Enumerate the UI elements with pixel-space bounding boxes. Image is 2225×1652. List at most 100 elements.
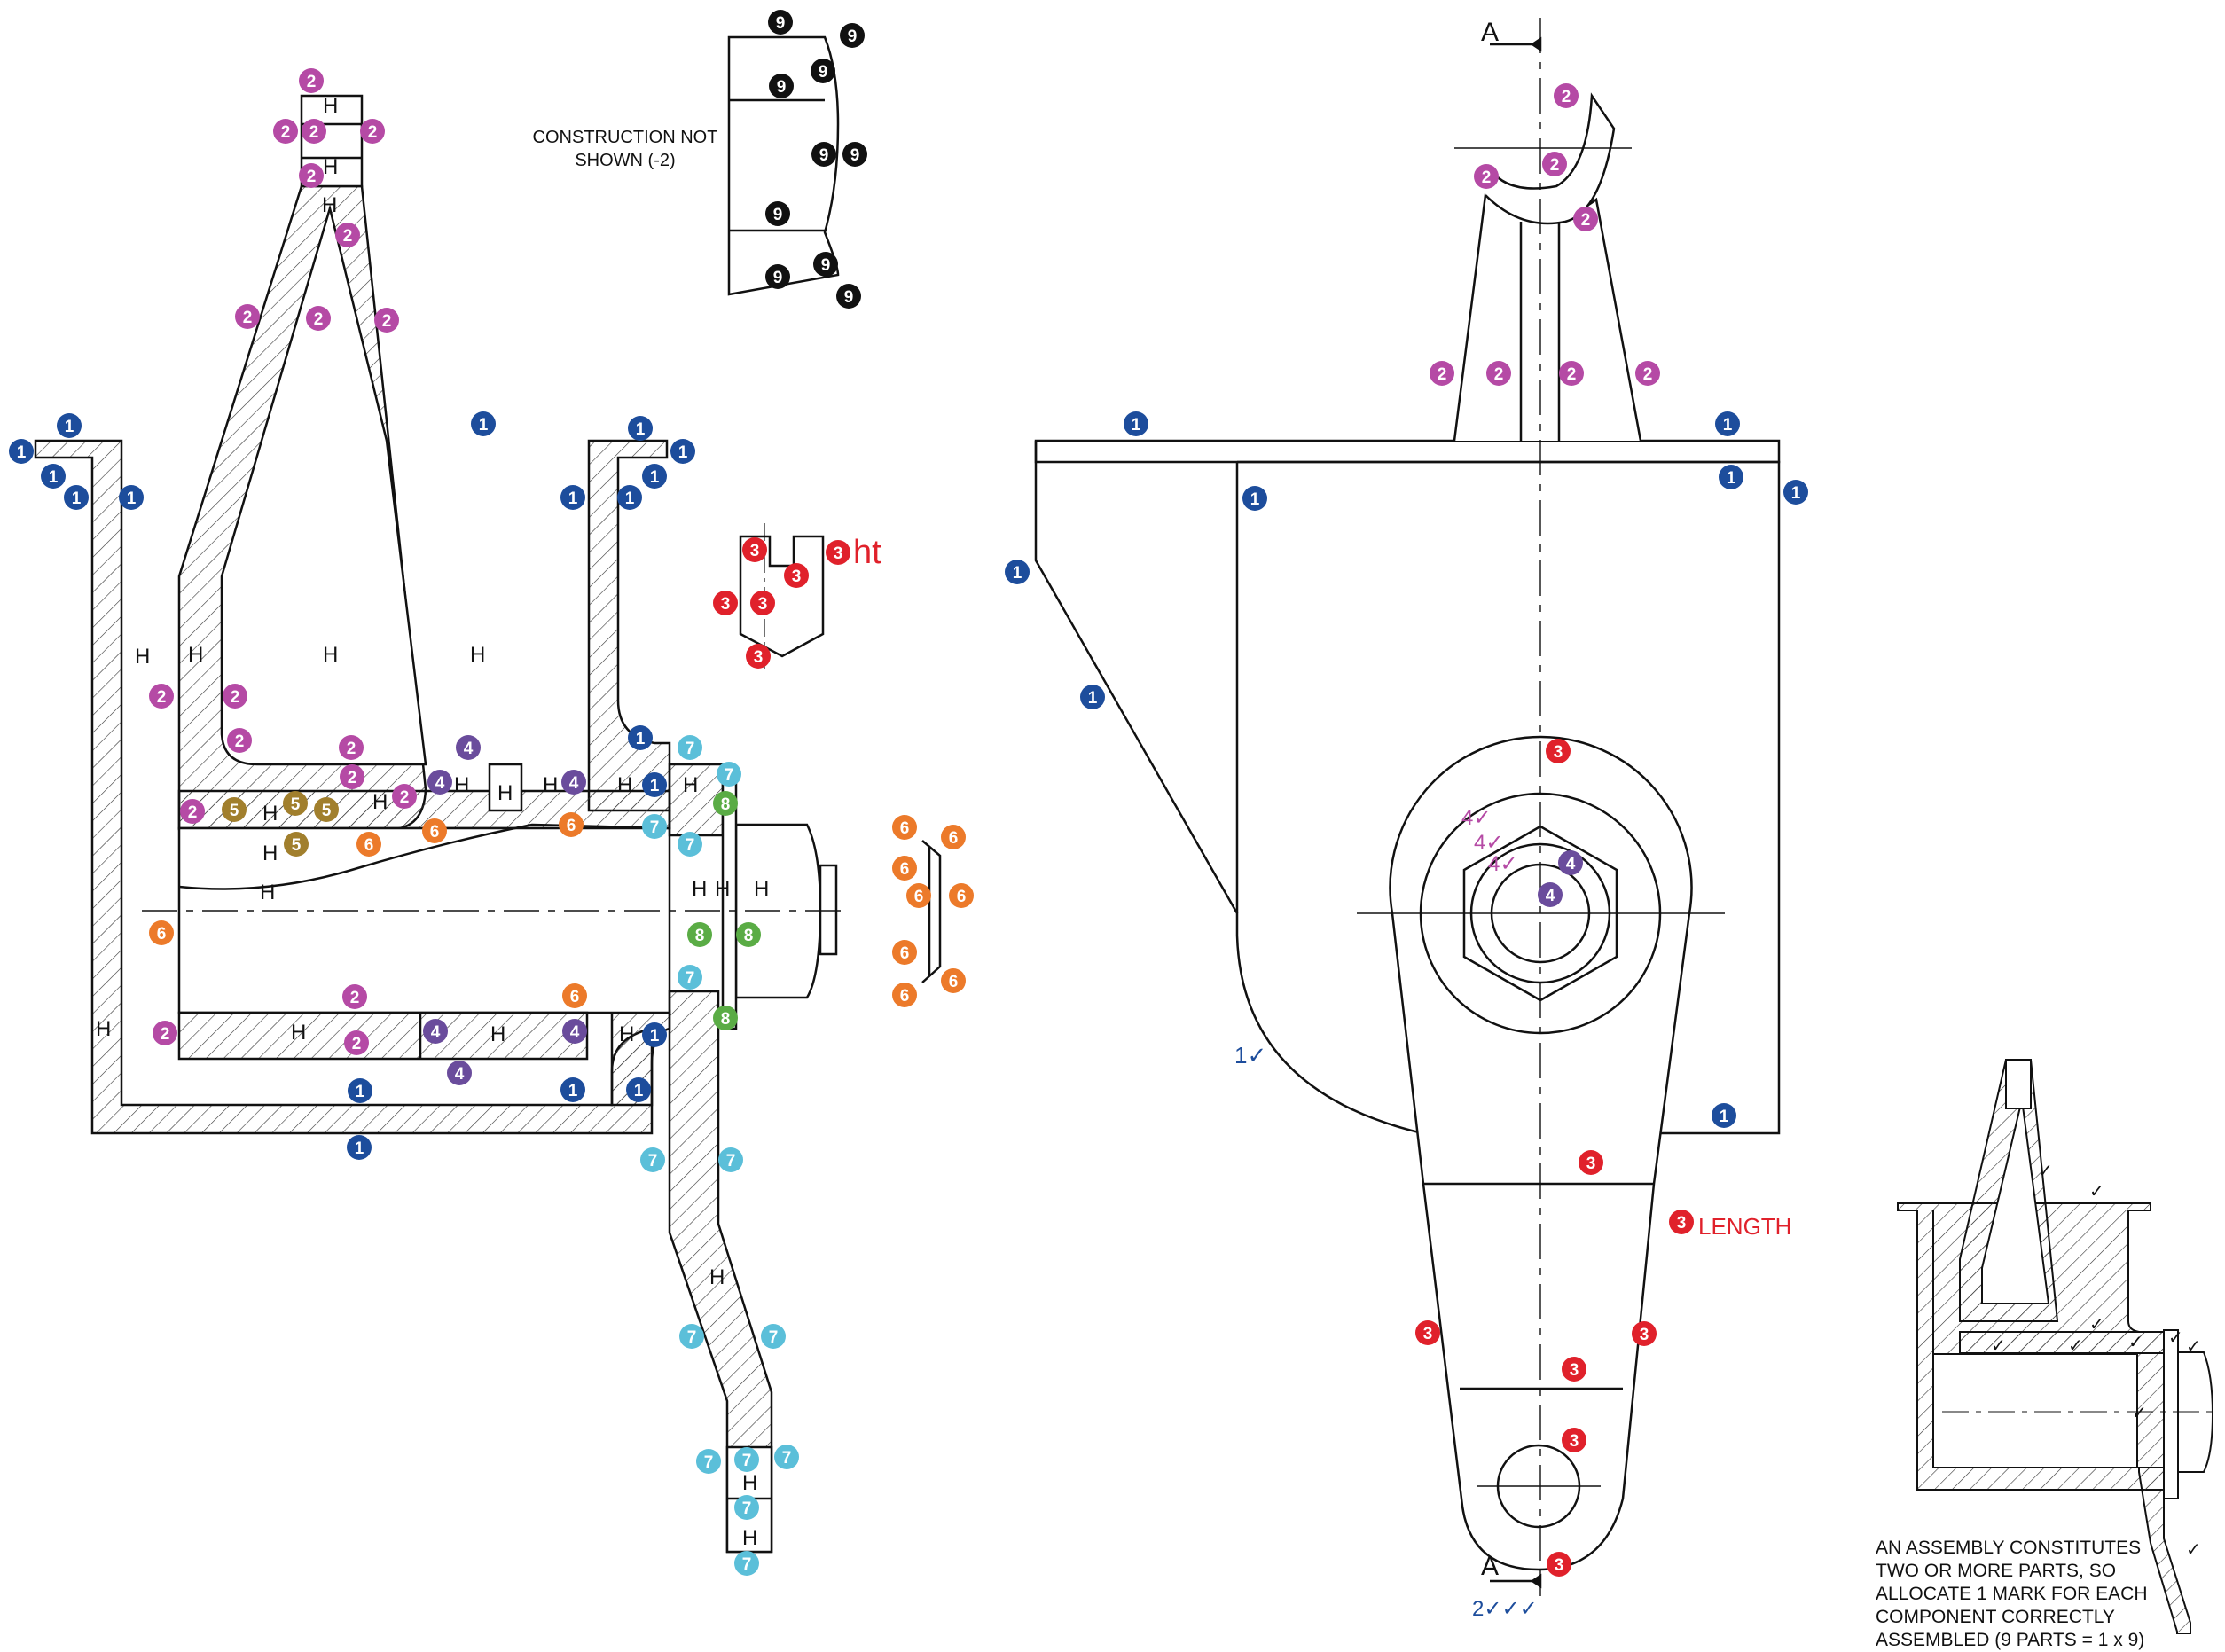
mark-marker-number: 9	[773, 269, 783, 287]
check-mark: ✓	[2089, 1313, 2104, 1335]
mark-marker-circle	[180, 799, 205, 824]
mark-marker-circle	[64, 485, 89, 510]
shaft-washer	[721, 779, 738, 1030]
lever-head	[1453, 192, 1642, 442]
mark-marker-number: 2	[1562, 88, 1571, 106]
mark-marker-number: 9	[773, 206, 783, 224]
mark-marker-circle	[347, 1135, 372, 1160]
left-section-view	[34, 94, 842, 1554]
mark-marker-number: 2	[1494, 365, 1504, 384]
mark-marker-number: 1	[72, 489, 82, 508]
mark-marker-circle	[1005, 560, 1030, 584]
hatch-label: H	[692, 877, 707, 901]
mark-marker-number: 1	[568, 1082, 578, 1100]
hatch-label: H	[323, 155, 338, 179]
mark-marker-number: 2	[1482, 168, 1492, 187]
mark-marker-number: 2	[243, 309, 253, 327]
mark-marker-number: 5	[322, 802, 332, 820]
mark-marker-number: 1	[1250, 490, 1260, 509]
mark-marker-circle	[640, 1147, 665, 1172]
mark-marker-circle	[299, 163, 324, 188]
mark-marker-number: 2	[1550, 156, 1560, 175]
mark-marker-number: 7	[742, 1555, 752, 1574]
mark-marker-number: 2	[368, 123, 378, 142]
mark-note-4b: 4✓	[1474, 830, 1503, 856]
hatch-label: H	[135, 645, 150, 669]
hatch-label: H	[490, 1022, 505, 1046]
mark-marker-circle	[423, 1019, 448, 1044]
mark-marker-circle	[642, 1022, 667, 1047]
mark-marker-number: 4	[435, 774, 445, 793]
mark-marker-circle	[1080, 685, 1105, 709]
mark-marker-circle	[1486, 361, 1511, 386]
mark-marker-number: 6	[157, 925, 167, 943]
housing-side	[1034, 441, 1781, 1135]
part-6-detail	[921, 840, 942, 983]
mark-marker-circle	[335, 223, 360, 247]
mark-marker-circle	[340, 764, 364, 789]
mark-marker-number: 3	[758, 595, 768, 614]
mark-marker-circle	[149, 920, 174, 945]
mark-marker-circle	[562, 1019, 587, 1044]
check-mark: ✓	[1247, 1042, 1267, 1069]
mark-marker-number: 1	[1723, 416, 1733, 435]
mark-marker-number: 2	[1567, 365, 1577, 384]
mark-marker-number: 5	[292, 836, 302, 855]
mark-marker-circle	[642, 772, 667, 797]
mark-marker-number: 4	[570, 1023, 580, 1042]
mark-marker-number: 4	[431, 1023, 441, 1042]
ht-note: ht	[853, 534, 881, 571]
hatch-label: H	[617, 773, 632, 797]
mark-marker-number: 7	[742, 1452, 752, 1470]
mark-marker-circle	[768, 10, 793, 35]
check-mark: ✓	[1500, 852, 1518, 876]
mark-marker-circle	[560, 1077, 585, 1102]
mark-marker-number: 4	[455, 1065, 465, 1084]
hatch-label: H	[323, 94, 338, 118]
section-label-top: A	[1481, 18, 1500, 47]
construction-line-1: CONSTRUCTION NOT	[532, 128, 718, 147]
hatch-label: H	[322, 193, 337, 217]
mark-marker-number: 3	[1640, 1326, 1649, 1344]
mark-marker-number: 7	[687, 1328, 697, 1347]
mark-marker-number: 7	[742, 1499, 752, 1518]
check-mark: ✓	[2168, 1327, 2183, 1348]
mark-marker-circle	[57, 413, 82, 438]
mark-marker-circle	[356, 832, 381, 857]
construction-note: CONSTRUCTION NOT SHOWN (-2)	[523, 126, 727, 172]
mark-marker-circle	[678, 965, 702, 990]
mark-marker-circle	[149, 684, 174, 709]
mark-marker-circle	[892, 856, 917, 881]
mark-marker-circle	[223, 684, 247, 709]
mark-marker-circle	[1547, 1552, 1571, 1577]
assembly-thumbnail	[1897, 1059, 2217, 1634]
assembly-line-4: COMPONENT CORRECTLY	[1876, 1607, 2115, 1627]
lower-bush	[177, 1011, 589, 1061]
hatch-label: H	[260, 881, 275, 904]
mark-marker-number: 2	[235, 732, 245, 751]
mark-marker-circle	[1783, 480, 1808, 505]
assembly-line-1: AN ASSEMBLY CONSTITUTES	[1876, 1538, 2142, 1558]
mark-marker-circle	[813, 252, 838, 277]
mark-marker-circle	[1669, 1210, 1694, 1234]
mark-marker-number: 1	[1132, 416, 1141, 435]
hatch-label: H	[291, 1021, 306, 1045]
shaft-end	[819, 864, 838, 956]
hatch-label: H	[742, 1471, 757, 1495]
mark-marker-circle	[713, 591, 738, 615]
mark-marker-circle	[306, 306, 331, 331]
mark-marker-circle	[765, 264, 790, 289]
mark-marker-number: 3	[1554, 743, 1563, 762]
mark-marker-number: 6	[900, 860, 910, 879]
mark-note-4a: 4✓	[1461, 805, 1491, 831]
mark-marker-number: 8	[721, 1010, 731, 1029]
mark-marker-number: 2	[347, 740, 356, 758]
mark-marker-circle	[299, 68, 324, 93]
assembly-line-2: TWO OR MORE PARTS, SO	[1876, 1561, 2117, 1581]
mark-marker-circle	[765, 201, 790, 226]
mark-marker-circle	[713, 791, 738, 816]
hatch-label: H	[683, 773, 698, 797]
mark-marker-number: 2	[307, 168, 317, 186]
mark-marker-circle	[1542, 152, 1567, 176]
hatch-label: H	[262, 842, 278, 865]
